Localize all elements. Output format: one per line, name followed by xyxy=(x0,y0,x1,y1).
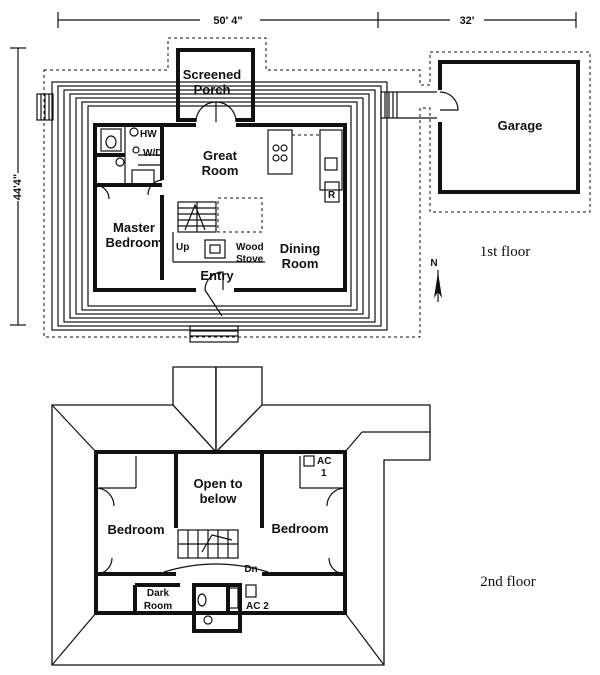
dimension-width-main: 50' 4" xyxy=(213,15,242,27)
open-to-below-label-line2: below xyxy=(200,491,238,506)
open-to-below-label-line1: Open to xyxy=(193,476,242,491)
north-label: N xyxy=(430,258,437,269)
wd-label: W/D xyxy=(143,148,162,159)
dimension-lines: 50' 4" 32' 44'4" xyxy=(6,12,577,326)
wood-stove xyxy=(204,239,226,259)
wood-stove-label-line1: Wood xyxy=(236,242,264,253)
bedroom-left-label: Bedroom xyxy=(107,522,164,537)
master-bedroom-label-line1: Master xyxy=(113,220,155,235)
kitchen xyxy=(267,129,343,203)
master-bedroom-label-line2: Bedroom xyxy=(105,235,162,250)
garage-label: Garage xyxy=(498,118,543,133)
ac1-label-line1: AC xyxy=(317,456,331,467)
wood-stove-label-line2: Stove xyxy=(236,254,264,265)
dimension-width-garage: 32' xyxy=(460,15,475,27)
dining-room-label-line1: Dining xyxy=(280,241,320,256)
great-room-label-line2: Room xyxy=(202,163,239,178)
bedroom-right-label: Bedroom xyxy=(271,521,328,536)
first-floor-caption: 1st floor xyxy=(480,244,530,260)
second-floor-plan: Open to below Bedroom Bedroom Dark Room … xyxy=(51,366,536,666)
dimension-depth: 44'4" xyxy=(12,174,24,200)
stair-up-label: Up xyxy=(176,242,189,253)
entry-label: Entry xyxy=(200,268,234,283)
second-floor-caption: 2nd floor xyxy=(480,574,535,590)
ac1-label-line2: 1 xyxy=(321,468,327,479)
hw-label: HW xyxy=(140,129,157,140)
ac2-label: AC 2 xyxy=(246,601,269,612)
side-steps xyxy=(36,91,398,343)
stair-down-label: Dn xyxy=(244,564,257,575)
screened-porch-label-line2: Porch xyxy=(194,82,231,97)
great-room-label-line1: Great xyxy=(203,148,238,163)
north-arrow xyxy=(434,270,442,302)
garage-walls xyxy=(438,60,580,194)
second-floor-staircase xyxy=(163,529,269,573)
staircase xyxy=(172,197,265,263)
first-floor-plan: Screened Porch Great Room Master Bedroom… xyxy=(36,37,591,343)
dark-room-label-line1: Dark xyxy=(147,588,170,599)
dark-room-label-line2: Room xyxy=(144,601,172,612)
dining-room-label-line2: Room xyxy=(282,256,319,271)
refrigerator-label: R xyxy=(328,190,336,201)
second-floor-exterior-walls xyxy=(94,450,347,615)
screened-porch-label-line1: Screened xyxy=(183,67,242,82)
